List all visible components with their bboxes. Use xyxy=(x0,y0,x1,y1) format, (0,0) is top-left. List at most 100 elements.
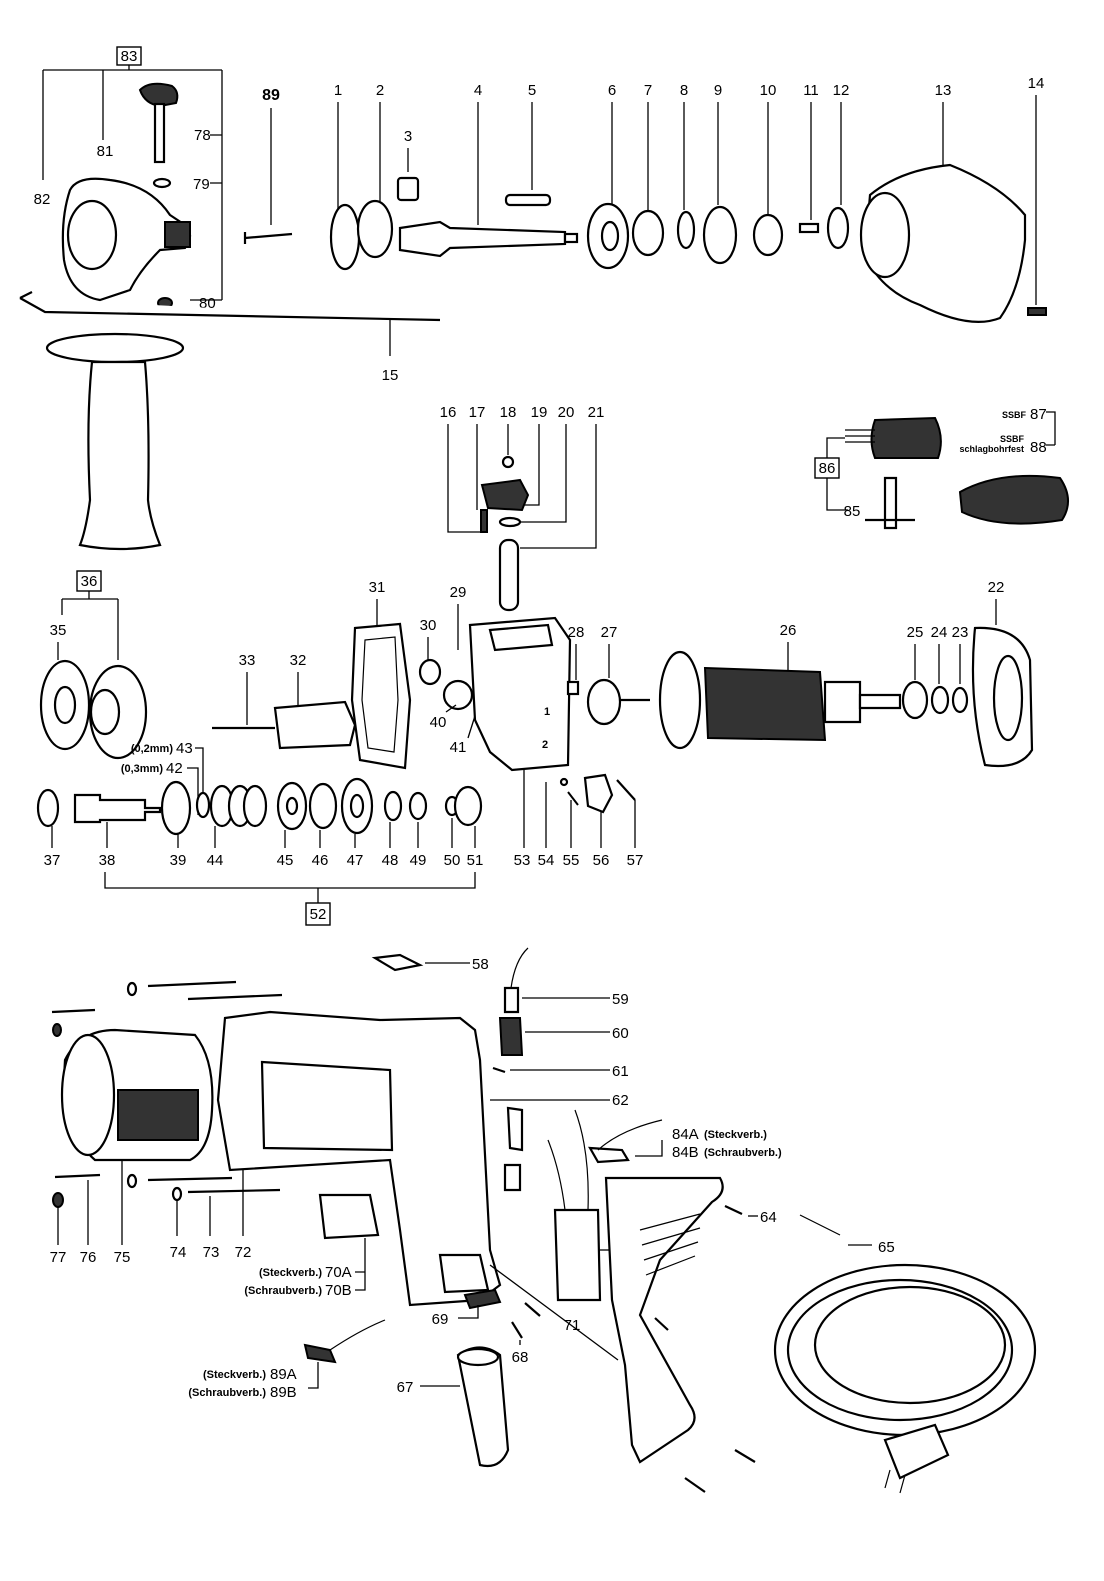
callout-23: 23 xyxy=(952,624,969,641)
callout-56: 56 xyxy=(593,852,610,869)
callout-17: 17 xyxy=(469,404,486,421)
switch-knob-group: 16 17 18 19 20 21 xyxy=(440,404,605,612)
callout-11: 11 xyxy=(803,82,819,99)
callout-steckverb: (Steckverb.) xyxy=(259,1267,322,1279)
callout-39: 39 xyxy=(170,852,187,869)
brush-59 xyxy=(503,986,520,1014)
callout-28: 28 xyxy=(568,624,585,641)
box-52 xyxy=(305,902,331,926)
callout-52: 52 xyxy=(310,906,327,923)
callout-37: 37 xyxy=(44,852,61,869)
callout-14: 14 xyxy=(1028,75,1045,92)
callout-21: 21 xyxy=(588,404,605,421)
callout-70a: 70A xyxy=(325,1264,352,1281)
gear-37 xyxy=(36,788,60,828)
callout-13: 13 xyxy=(935,82,952,99)
sleeve-3 xyxy=(396,176,420,202)
callout-60: 60 xyxy=(612,1025,629,1042)
callout-55: 55 xyxy=(563,852,580,869)
ring-7 xyxy=(631,209,665,257)
callout-19: 19 xyxy=(531,404,548,421)
washer-12 xyxy=(826,206,850,250)
callout-87: 87 xyxy=(1030,406,1047,423)
callout-50: 50 xyxy=(444,852,461,869)
spring-17 xyxy=(480,509,488,533)
switch-70 xyxy=(318,1193,380,1240)
washer-79 xyxy=(152,177,172,189)
callout-77: 77 xyxy=(50,1249,67,1266)
callout-5: 5 xyxy=(528,82,536,99)
callout-62: 62 xyxy=(612,1092,629,1109)
washer-74 xyxy=(171,1186,183,1202)
callout-2: 2 xyxy=(376,82,384,99)
callout-79: 79 xyxy=(193,176,210,193)
callout-7: 7 xyxy=(644,82,652,99)
callout-75: 75 xyxy=(114,1249,131,1266)
callout-schraubverb: (Schraubverb.) xyxy=(188,1387,266,1399)
callout-33: 33 xyxy=(239,652,256,669)
callout-86: 86 xyxy=(819,460,836,477)
capacitor-63 xyxy=(553,1208,602,1302)
callout-38: 38 xyxy=(99,852,116,869)
gear-housing-53 xyxy=(468,616,572,772)
clip-58 xyxy=(371,953,424,972)
screw-68 xyxy=(511,1321,523,1339)
shaft-21 xyxy=(498,538,520,612)
connector-84 xyxy=(588,1146,630,1164)
callout-71: 71 xyxy=(564,1317,581,1334)
callout-9: 9 xyxy=(714,82,722,99)
callout-49: 49 xyxy=(410,852,427,869)
screw-61 xyxy=(492,1066,506,1074)
callout-1: 1 xyxy=(334,82,342,99)
intermediate-shaft-group: (0,2mm) 43 (0,3mm) 42 37 38 39 44 45 46 … xyxy=(36,740,483,926)
circlip-8 xyxy=(676,210,696,250)
callout-72: 72 xyxy=(235,1244,252,1261)
ring-46 xyxy=(308,782,338,830)
screw-64 xyxy=(724,1205,743,1215)
callout-89: 89 xyxy=(262,87,280,104)
callout-24: 24 xyxy=(931,624,948,641)
handle-shell-71 xyxy=(604,1176,724,1464)
callout-78: 78 xyxy=(194,127,211,144)
knob-78 xyxy=(138,82,179,108)
callout-36: 36 xyxy=(81,573,98,590)
callout-31: 31 xyxy=(369,579,386,596)
shaft-38 xyxy=(73,793,162,824)
callout-84a: 84A xyxy=(672,1126,699,1143)
screw-14 xyxy=(1027,307,1047,316)
callout-68: 68 xyxy=(512,1349,529,1366)
screw-89 xyxy=(243,232,293,244)
callout-54: 54 xyxy=(538,852,555,869)
callout-67: 67 xyxy=(397,1379,414,1396)
callout-81: 81 xyxy=(97,143,114,160)
callout-16: 16 xyxy=(440,404,457,421)
gearbox-group: 36 35 33 32 31 29 30 40 41 1 2 53 28 xyxy=(39,570,1034,869)
callout-30: 30 xyxy=(420,617,437,634)
callout-70b: 70B xyxy=(325,1282,352,1299)
pin-28 xyxy=(566,680,580,696)
callout-85: 85 xyxy=(844,503,861,520)
callout-40: 40 xyxy=(430,714,447,731)
spindle-4 xyxy=(398,220,567,258)
callout-32: 32 xyxy=(290,652,307,669)
depth-stop-15 xyxy=(19,291,441,322)
callout-18: 18 xyxy=(500,404,517,421)
callout-03mm: (0,3mm) xyxy=(121,763,164,775)
callout-02mm: (0,2mm) xyxy=(131,743,174,755)
callout-steckverb: (Steckverb.) xyxy=(203,1369,266,1381)
callout-4: 4 xyxy=(474,82,482,99)
callout-89b: 89B xyxy=(270,1384,297,1401)
handle-grip xyxy=(78,360,162,551)
chuck-group: SSBF 87 SSBF schlagbohrfest 88 86 85 xyxy=(814,406,1069,530)
pin-11 xyxy=(798,222,820,234)
screw-18 xyxy=(501,455,515,469)
bearing-27 xyxy=(586,678,622,726)
washer-77 xyxy=(52,1192,64,1208)
keyed-chuck-86 xyxy=(870,416,942,459)
bearing-51 xyxy=(453,785,483,827)
spring-10 xyxy=(752,213,784,257)
callout-29: 29 xyxy=(450,584,467,601)
chuck-key-85 xyxy=(865,476,915,530)
callout-15: 15 xyxy=(382,367,399,384)
